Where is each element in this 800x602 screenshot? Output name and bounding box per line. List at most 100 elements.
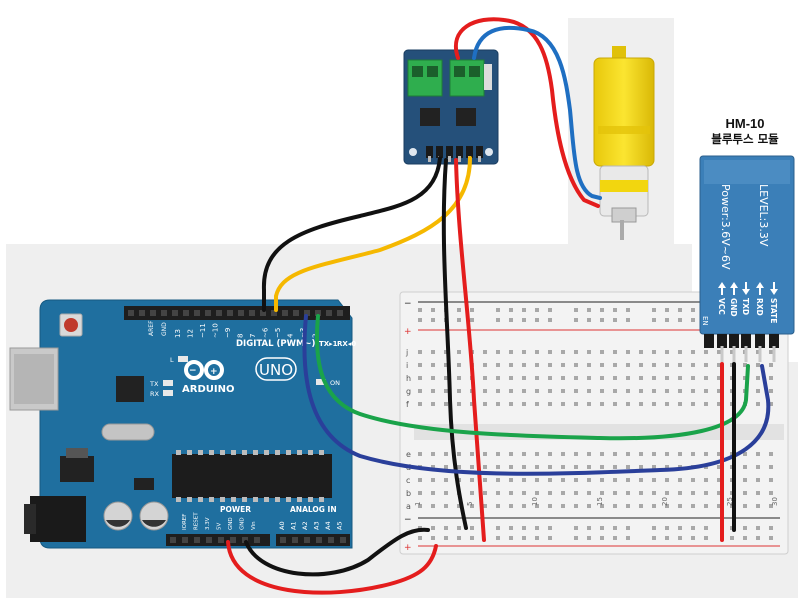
driver-pin bbox=[426, 146, 433, 158]
bb-hole bbox=[587, 491, 591, 495]
chip-leg bbox=[242, 450, 247, 455]
bb-hole bbox=[626, 478, 630, 482]
bt-pin bbox=[769, 334, 779, 348]
bb-hole bbox=[717, 491, 721, 495]
bb-hole bbox=[496, 402, 500, 406]
bb-hole bbox=[561, 491, 565, 495]
bb-hole bbox=[769, 491, 773, 495]
header-hole bbox=[182, 537, 188, 543]
rail-hole bbox=[444, 526, 448, 530]
header-hole bbox=[304, 310, 310, 316]
bb-hole bbox=[431, 491, 435, 495]
rail-hole bbox=[457, 526, 461, 530]
bb-hole bbox=[665, 465, 669, 469]
rail-bottom-plus-sign: + bbox=[404, 543, 412, 553]
terminal-tab bbox=[484, 64, 492, 90]
bb-hole bbox=[665, 363, 669, 367]
bb-hole bbox=[444, 504, 448, 508]
bb-hole bbox=[444, 363, 448, 367]
col-num-25: 25 bbox=[726, 497, 734, 506]
bb-hole bbox=[483, 389, 487, 393]
rail-hole bbox=[587, 308, 591, 312]
header-hole bbox=[230, 537, 236, 543]
bb-hole bbox=[496, 452, 500, 456]
rail-hole bbox=[431, 536, 435, 540]
rail-top-plus-sign: + bbox=[404, 327, 412, 337]
driver-pin-tip bbox=[478, 156, 481, 162]
wire-red-arduino-5v bbox=[226, 540, 438, 595]
bb-hole bbox=[626, 504, 630, 508]
rail-hole bbox=[457, 536, 461, 540]
svg-text:−: − bbox=[189, 366, 197, 376]
rail-hole bbox=[743, 526, 747, 530]
chip-leg bbox=[275, 497, 280, 502]
bb-hole bbox=[509, 491, 513, 495]
digital-pin-label: ~11 bbox=[199, 323, 207, 338]
rail-hole bbox=[600, 308, 604, 312]
bt-pin-arrow-icon bbox=[742, 282, 750, 295]
bb-hole bbox=[444, 491, 448, 495]
rail-hole bbox=[613, 536, 617, 540]
bb-hole bbox=[574, 376, 578, 380]
bb-hole bbox=[418, 478, 422, 482]
bb-hole bbox=[574, 389, 578, 393]
bb-hole bbox=[509, 504, 513, 508]
bb-hole bbox=[600, 402, 604, 406]
wire-green-pin3-to-bt bbox=[314, 314, 750, 441]
bb-hole bbox=[522, 376, 526, 380]
bb-hole bbox=[418, 491, 422, 495]
bb-hole bbox=[431, 376, 435, 380]
bb-hole bbox=[548, 389, 552, 393]
bb-hole bbox=[756, 478, 760, 482]
svg-text:+: + bbox=[210, 367, 218, 377]
power-pin-label: Vin bbox=[251, 521, 257, 530]
bb-hole bbox=[626, 376, 630, 380]
analog-pin-label: A0 bbox=[278, 521, 286, 530]
bb-hole bbox=[756, 389, 760, 393]
bb-hole bbox=[743, 376, 747, 380]
header-hole bbox=[128, 310, 134, 316]
bb-hole bbox=[678, 478, 682, 482]
rail-hole bbox=[652, 308, 656, 312]
bb-hole bbox=[470, 491, 474, 495]
wire-red-motor bbox=[454, 17, 600, 208]
header-hole bbox=[161, 310, 167, 316]
analog-pin-label: A4 bbox=[324, 521, 332, 530]
bb-hole bbox=[444, 389, 448, 393]
bb-hole bbox=[691, 478, 695, 482]
bb-hole bbox=[561, 363, 565, 367]
bb-hole bbox=[444, 402, 448, 406]
bb-hole bbox=[756, 363, 760, 367]
header-hole bbox=[304, 537, 310, 543]
wire-red-driver-vcc bbox=[454, 158, 486, 542]
bb-hole bbox=[678, 452, 682, 456]
rail-hole bbox=[535, 318, 539, 322]
column-numbers-bottom: 1 5 10 15 20 25 30 bbox=[414, 497, 779, 506]
bb-hole bbox=[652, 389, 656, 393]
bt-pin bbox=[729, 334, 739, 348]
bb-hole bbox=[548, 376, 552, 380]
rail-hole bbox=[431, 318, 435, 322]
rail-hole bbox=[678, 536, 682, 540]
bb-hole bbox=[535, 350, 539, 354]
bb-hole bbox=[665, 350, 669, 354]
reset-button-cap[interactable] bbox=[64, 318, 78, 332]
motor-end-cap bbox=[611, 207, 637, 223]
bt-pin-arrow-icon bbox=[770, 282, 778, 295]
bb-hole bbox=[470, 402, 474, 406]
chip-leg bbox=[187, 450, 192, 455]
bb-hole bbox=[548, 504, 552, 508]
header-hole bbox=[242, 537, 248, 543]
bb-hole bbox=[457, 376, 461, 380]
uno-label: UNO bbox=[259, 361, 293, 379]
voltage-regulator bbox=[60, 456, 94, 482]
bb-hole bbox=[457, 402, 461, 406]
rail-hole bbox=[535, 308, 539, 312]
bb-hole bbox=[743, 452, 747, 456]
rail-hole bbox=[496, 318, 500, 322]
analog-pin-label: A1 bbox=[290, 521, 298, 530]
row-letter-h: h bbox=[406, 374, 411, 383]
bb-hole bbox=[444, 376, 448, 380]
arduino-infinity-logo bbox=[184, 360, 224, 380]
